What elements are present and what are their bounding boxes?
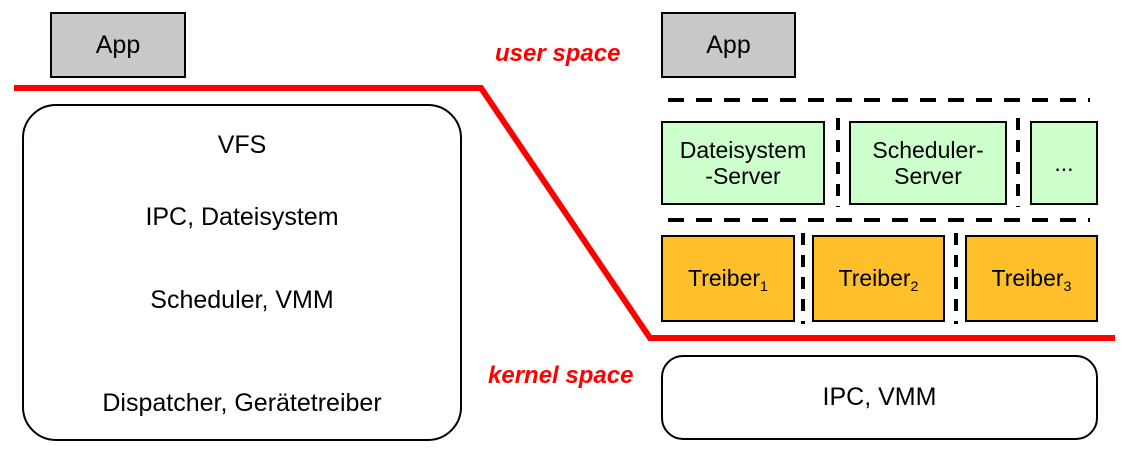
microkernel-label: IPC, VMM bbox=[822, 383, 937, 412]
mono-layer-label: Dispatcher, Gerätetreiber bbox=[102, 388, 382, 417]
microkernel-box: IPC, VMM bbox=[661, 355, 1098, 440]
mono-layer-vfs: VFS bbox=[22, 128, 462, 162]
monolithic-kernel-box bbox=[22, 104, 462, 441]
server-box-more: ... bbox=[1030, 121, 1098, 205]
server-label-line2: -Server bbox=[705, 163, 781, 189]
driver-label-1: Treiber1 bbox=[688, 265, 768, 295]
server-label-line1: ... bbox=[1054, 149, 1074, 176]
mono-layer-label: VFS bbox=[217, 130, 267, 159]
driver-index-2: 2 bbox=[910, 278, 919, 295]
kernel-space-label: kernel space bbox=[488, 362, 634, 389]
user-space-label: user space bbox=[495, 40, 621, 67]
driver-label-2: Treiber2 bbox=[838, 265, 919, 295]
driver-index-3: 3 bbox=[1063, 278, 1072, 295]
mono-layer-label: Scheduler, VMM bbox=[150, 285, 334, 314]
app-box-right: App bbox=[661, 12, 796, 78]
app-label-left: App bbox=[95, 30, 141, 59]
mono-layer-ipc-dateisystem: IPC, Dateisystem bbox=[22, 200, 462, 234]
server-label-line1: Scheduler- bbox=[872, 136, 984, 163]
driver-box-2: Treiber2 bbox=[812, 235, 945, 322]
driver-index-1: 1 bbox=[760, 278, 768, 295]
server-box-scheduler: Scheduler- Server bbox=[849, 121, 1007, 205]
mono-layer-label: IPC, Dateisystem bbox=[145, 202, 339, 231]
server-label-line1: Dateisystem bbox=[679, 136, 807, 163]
server-box-dateisystem: Dateisystem -Server bbox=[661, 121, 825, 205]
driver-box-3: Treiber3 bbox=[965, 235, 1098, 322]
driver-label-3: Treiber3 bbox=[991, 265, 1072, 295]
app-box-left: App bbox=[50, 12, 186, 78]
server-label-line2: Server bbox=[894, 163, 962, 189]
mono-layer-scheduler-vmm: Scheduler, VMM bbox=[22, 283, 462, 317]
app-label-right: App bbox=[706, 30, 751, 59]
mono-layer-dispatcher-geraetetreiber: Dispatcher, Gerätetreiber bbox=[22, 386, 462, 420]
driver-box-1: Treiber1 bbox=[661, 235, 795, 322]
